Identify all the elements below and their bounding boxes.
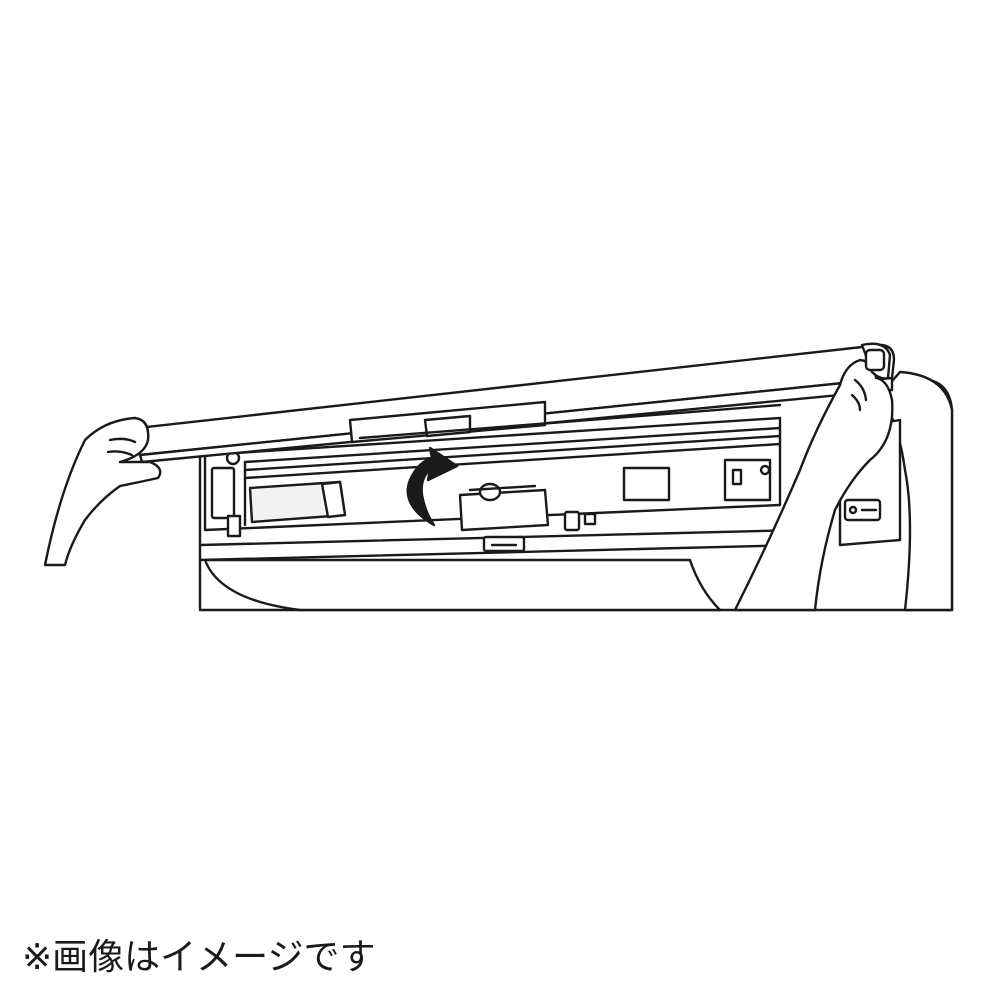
image-disclaimer-caption: ※画像はイメージです [22, 937, 376, 978]
inner-frame [203, 416, 782, 553]
left-hand [43, 416, 162, 567]
right-hand [733, 342, 894, 612]
curved-up-arrow-icon [406, 446, 459, 527]
